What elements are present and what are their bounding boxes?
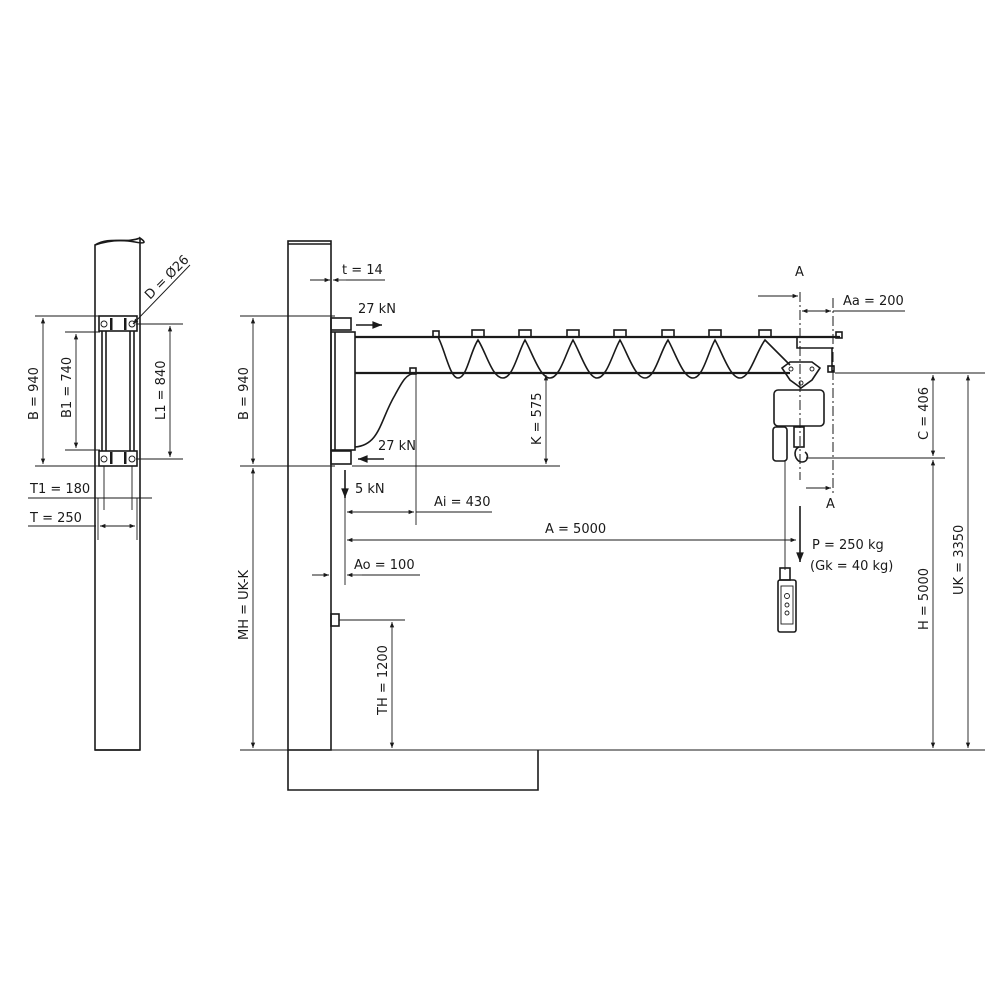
diameter-label: D = Ø26 [142,253,192,303]
side-B1-label: B1 = 740 [60,357,75,418]
bolt-hole-icon [128,320,136,328]
A-label: A = 5000 [545,522,606,537]
hoist-trolley [780,361,822,389]
hook-icon [794,446,809,463]
Ai-label: Ai = 430 [434,495,490,510]
column [287,240,332,751]
bolt-hole-icon [100,455,108,463]
side-view: D = Ø26 B = 940 B1 = 740 L1 = 840 T1 = 1… [27,236,192,751]
K-label: K = 575 [530,393,545,446]
bottom-bracket [98,450,138,467]
top-bracket [98,315,138,332]
foundation [287,750,539,791]
side-T-label: T = 250 [29,511,82,526]
side-B-label: B = 940 [27,367,42,420]
section-A-bottom: A [826,497,835,512]
side-T1-label: T1 = 180 [29,482,90,497]
force-down-label: 5 kN [355,482,385,497]
wall-switch [330,613,340,627]
C-label: C = 406 [917,387,932,440]
hoist-body [773,389,825,427]
TH-label: TH = 1200 [376,645,391,716]
Aa-label: Aa = 200 [843,294,904,309]
P-label: P = 250 kg [812,538,884,553]
bolt-hole-icon [100,320,108,328]
force-top-label: 27 kN [358,302,396,317]
pendant-control [777,579,797,633]
force-bottom-label: 27 kN [378,439,416,454]
front-B-label: B = 940 [237,367,252,420]
front-view: A A Aa = 200 27 kN 27 kN 5 kN t = 14 B =… [237,240,985,791]
Ao-label: Ao = 100 [354,558,415,573]
cable-trolleys [471,329,772,338]
bolt-hole-icon [128,455,136,463]
t-label: t = 14 [342,263,383,278]
Gk-label: (Gk = 40 kg) [810,559,893,574]
section-A-top: A [795,265,804,280]
side-L1-label: L1 = 840 [154,361,169,420]
festoon-cable [437,336,791,379]
H-label: H = 5000 [917,568,932,630]
UK-label: UK = 3350 [952,525,967,595]
column-side-outline [94,236,145,751]
MH-label: MH = UK-K [237,569,252,640]
